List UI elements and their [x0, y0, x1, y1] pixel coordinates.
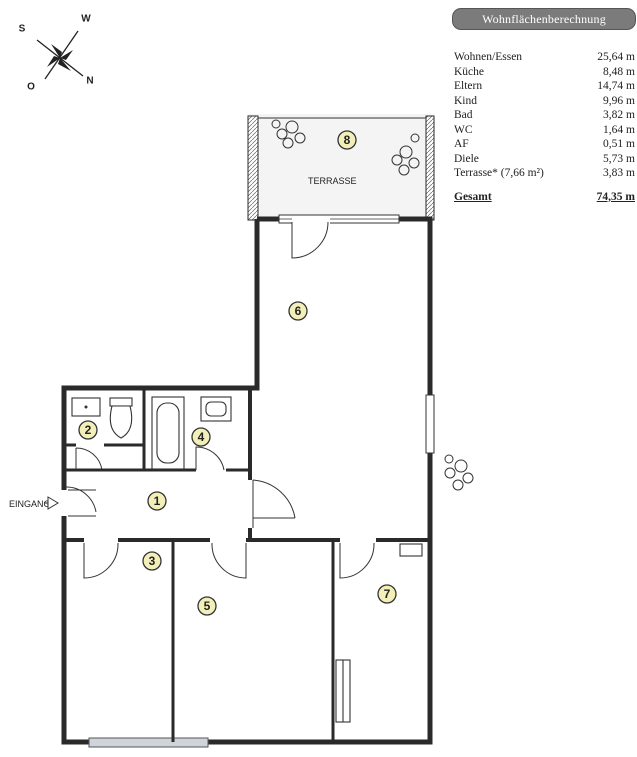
- area-row-label: Kind: [454, 94, 477, 107]
- compass-o-label: O: [27, 82, 35, 93]
- svg-text:6: 6: [295, 304, 302, 318]
- svg-text:5: 5: [204, 599, 211, 613]
- compass-w-label: W: [81, 14, 91, 25]
- area-row: Kind 9,96 m: [454, 94, 637, 109]
- room-badge-6: 6: [288, 301, 308, 321]
- interior-walls: [64, 216, 430, 742]
- area-list: Wohnen/Essen 25,64 m Küche 8,48 m Eltern 14,7…: [450, 50, 637, 181]
- area-row-label: Eltern: [454, 80, 483, 92]
- door-swings: [65, 221, 375, 579]
- svg-text:4: 4: [198, 430, 205, 444]
- area-row-value: 9,96 m: [603, 94, 635, 107]
- entrance: EINGANG: [9, 496, 59, 510]
- room-badge-5: 5: [197, 596, 217, 616]
- compass-n-label: N: [86, 76, 93, 87]
- area-row: Küche 8,48 m: [454, 65, 637, 80]
- area-row-value: 8,48 m: [603, 65, 635, 78]
- area-row-label: Wohnen/Essen: [454, 51, 523, 63]
- room-badge-8: 8: [337, 130, 357, 150]
- area-row: AF 0,51 m: [454, 137, 637, 152]
- area-row-value: 3,82 m: [603, 109, 635, 121]
- area-row-label: Terrasse* (7,66 m²): [454, 167, 544, 179]
- area-row: Bad 3,82 m: [454, 108, 637, 123]
- room-badge-1: 1: [147, 491, 167, 511]
- room-badge-7: 7: [377, 584, 397, 604]
- area-row-value: 5,73 m: [603, 152, 635, 165]
- area-row-label: AF: [454, 138, 469, 150]
- area-row-value: 25,64 m: [597, 51, 635, 63]
- svg-text:3: 3: [149, 554, 156, 568]
- svg-text:8: 8: [344, 133, 351, 147]
- area-row-label: Diele: [454, 152, 479, 165]
- room-badge-2: 2: [78, 420, 98, 440]
- area-total-value: 74,35 m: [596, 190, 635, 203]
- area-row: Diele 5,73 m: [454, 152, 637, 167]
- area-row-value: 3,83 m: [603, 167, 635, 179]
- area-row-label: Küche: [454, 65, 485, 78]
- area-row-label: Bad: [454, 109, 473, 121]
- area-row: Eltern 14,74 m: [454, 79, 637, 94]
- area-total-label: Gesamt: [454, 190, 492, 203]
- area-row-value: 1,64 m: [603, 123, 635, 136]
- room-badge-4: 4: [191, 427, 211, 447]
- terrace-label: TERRASSE: [308, 176, 357, 186]
- area-row-label: WC: [454, 123, 473, 136]
- area-row: WC 1,64 m: [454, 123, 637, 138]
- area-row-value: 0,51 m: [603, 138, 635, 150]
- svg-text:7: 7: [384, 587, 391, 601]
- terrace: TERRASSE: [247, 114, 435, 221]
- area-total-row: Gesamt 74,35 m: [450, 191, 637, 207]
- svg-text:1: 1: [154, 494, 161, 508]
- compass-s-label: S: [19, 24, 26, 35]
- area-row: Wohnen/Essen 25,64 m: [454, 50, 637, 65]
- svg-text:2: 2: [85, 423, 92, 437]
- area-table-title: Wohnflächenberechnung: [452, 8, 636, 30]
- room-badge-3: 3: [142, 551, 162, 571]
- exterior-walls: [60, 214, 435, 748]
- area-row: Terrasse* (7,66 m²) 3,83 m: [454, 166, 637, 181]
- entrance-label: EINGANG: [9, 499, 51, 509]
- bathroom-fixtures: [71, 396, 423, 723]
- area-row-value: 14,74 m: [597, 80, 635, 92]
- plant-icon: [271, 119, 474, 491]
- area-table: Wohnflächenberechnung Wohnen/Essen 25,64 …: [450, 8, 637, 207]
- compass-rose: W S O N: [19, 14, 94, 93]
